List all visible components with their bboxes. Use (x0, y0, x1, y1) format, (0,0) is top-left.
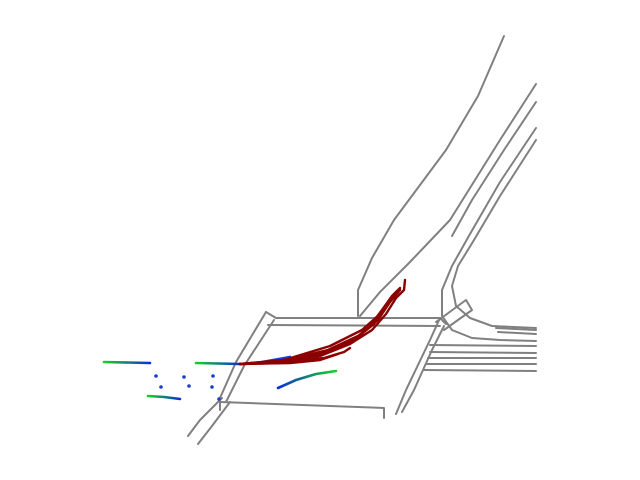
lane-line (429, 344, 537, 347)
pedestrian-dot (182, 375, 186, 379)
road-edge (441, 127, 537, 342)
lane-line (497, 331, 537, 335)
pedestrian-dot (154, 374, 158, 378)
agent-trajectory (146, 394, 182, 401)
road-edge (197, 401, 231, 445)
intersection-bottom (219, 401, 385, 419)
ego-trajectory (238, 352, 340, 366)
pedestrian-markers (154, 374, 221, 401)
ego-trajectory (238, 312, 382, 366)
intersection-right-inner (401, 325, 445, 413)
road-edge (357, 35, 505, 317)
intersection-top-inner (267, 324, 441, 327)
agent-trajectory (276, 369, 338, 390)
road-edge (451, 139, 537, 329)
pedestrian-dot (217, 397, 221, 401)
lane-line (495, 327, 537, 331)
pedestrian-dot (211, 374, 215, 378)
pedestrian-dot (187, 384, 191, 388)
agent-trajectory (102, 360, 152, 365)
crosswalk-stub (435, 299, 473, 331)
intersection-right (395, 317, 441, 415)
road-edge (451, 101, 537, 237)
pedestrian-dot (159, 385, 163, 389)
agent-trajectory (194, 361, 242, 366)
ego-trajectories (238, 278, 407, 366)
road-edge (359, 83, 537, 317)
lane-line (429, 351, 537, 354)
agent-trajectories (102, 355, 338, 401)
road-boundaries (187, 35, 537, 445)
pedestrian-dot (210, 385, 214, 389)
intersection-top (265, 311, 447, 325)
lane-line (423, 369, 537, 372)
road-edge (187, 397, 223, 437)
intersection-left-inner (225, 319, 275, 403)
intersection-left (219, 311, 267, 411)
